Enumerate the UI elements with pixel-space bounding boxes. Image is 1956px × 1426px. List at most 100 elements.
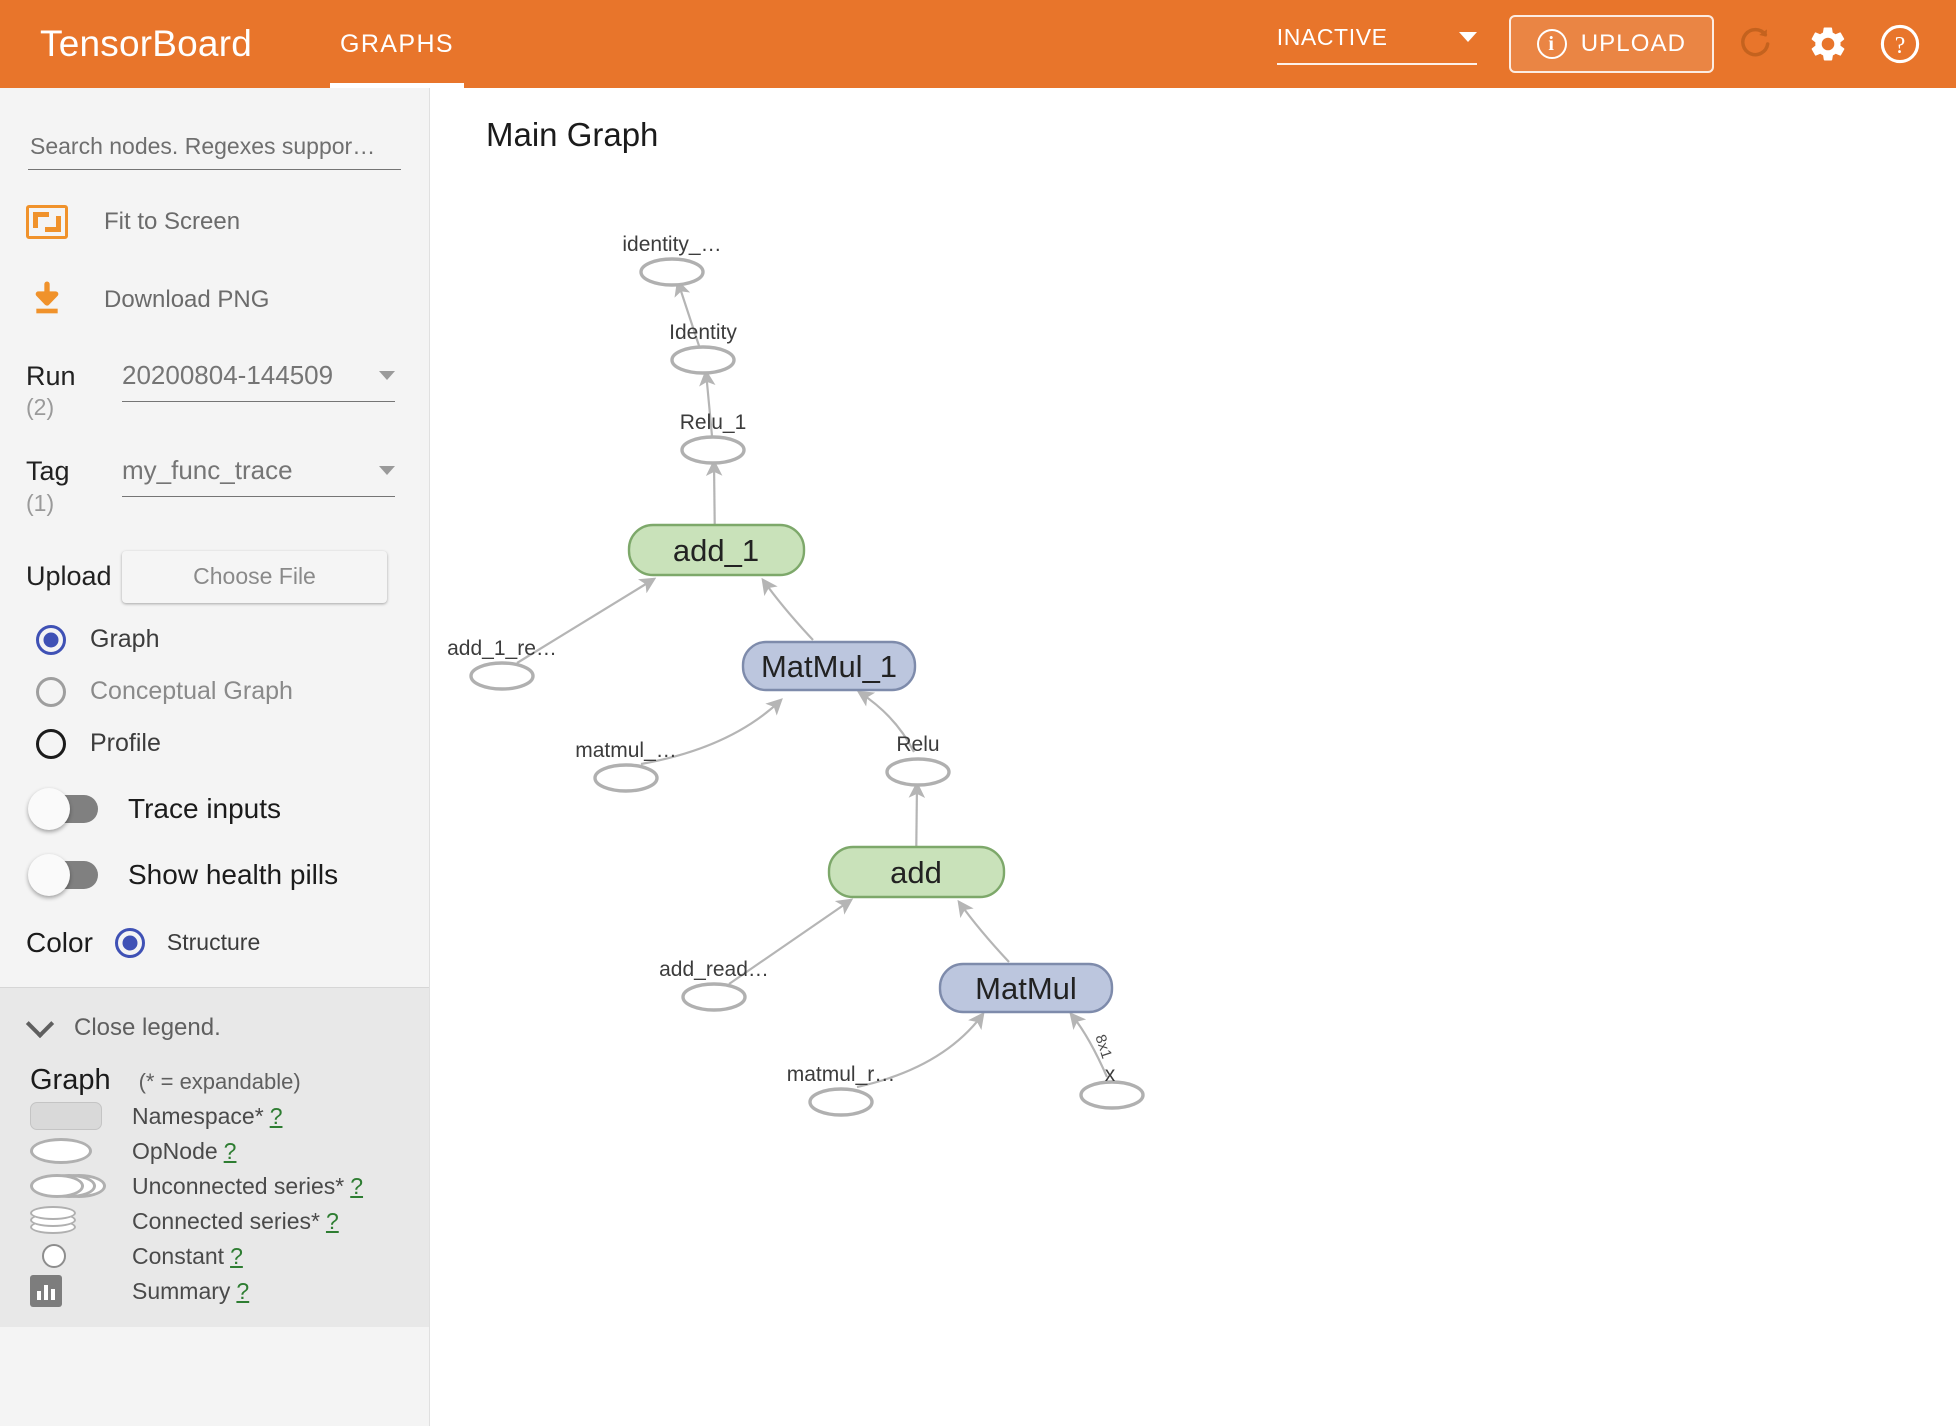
- legend-label-summary: Summary: [132, 1277, 231, 1304]
- search-input[interactable]: [28, 132, 401, 161]
- edge-label-x-to-matmul: 8x1: [1091, 1032, 1115, 1060]
- legend-item-opnode: OpNode?: [0, 1136, 429, 1167]
- legend-label-connected-series: Connected series*: [132, 1207, 320, 1234]
- help-link-summary[interactable]: ?: [236, 1277, 250, 1304]
- upload-button[interactable]: i UPLOAD: [1508, 15, 1714, 73]
- help-button[interactable]: ?: [1870, 14, 1930, 74]
- chevron-down-icon: [25, 1009, 55, 1038]
- tab-graphs[interactable]: GRAPHS: [330, 0, 464, 88]
- fit-to-screen-icon: [26, 205, 68, 239]
- node-label-identity-out: identity_…: [622, 233, 721, 256]
- chevron-down-icon: [379, 371, 395, 380]
- summary-swatch-icon: [30, 1275, 108, 1308]
- graph-title: Main Graph: [486, 116, 659, 153]
- reload-icon: [1741, 27, 1770, 57]
- radio-graph-indicator: [36, 624, 66, 655]
- node-matmul-read: [808, 1087, 874, 1117]
- help-link-constant[interactable]: ?: [230, 1242, 243, 1269]
- legend-item-namespace: Namespace*?: [0, 1101, 429, 1132]
- help-link-opnode[interactable]: ?: [223, 1137, 237, 1164]
- switch-knob: [28, 787, 70, 830]
- upload-row: Upload Choose File: [0, 550, 429, 603]
- node-label-add-1-read: add_1_re…: [447, 637, 557, 660]
- node-relu-1: [680, 435, 746, 465]
- search-field[interactable]: [28, 132, 401, 170]
- upload-button-label: UPLOAD: [1580, 30, 1686, 57]
- download-icon: [35, 281, 59, 314]
- trace-inputs-label: Trace inputs: [128, 792, 282, 824]
- tag-selector-row: Tag (1) my_func_trace: [0, 451, 429, 516]
- legend-item-summary: Summary?: [0, 1275, 429, 1308]
- choose-file-label: Choose File: [193, 563, 316, 590]
- radio-graph[interactable]: Graph: [0, 624, 429, 655]
- node-label-x: x: [1105, 1063, 1116, 1086]
- color-row: Color Structure: [0, 927, 429, 981]
- svg-text:?: ?: [1895, 33, 1906, 59]
- sidebar: Fit to Screen Download PNG Run (2) 20200…: [0, 88, 430, 1426]
- trace-inputs-switch[interactable]: [28, 787, 98, 830]
- download-png-label: Download PNG: [104, 286, 270, 313]
- graph-svg[interactable]: identity_… Identity Relu_1 add_1_re… mat…: [431, 88, 1956, 1426]
- radio-graph-label: Graph: [90, 625, 160, 654]
- graph-edges: [516, 279, 1109, 1089]
- constant-swatch-icon: [30, 1244, 108, 1269]
- graph-box-nodes[interactable]: add_1 MatMul_1 add MatMul: [627, 523, 1114, 1014]
- run-label: Run: [26, 361, 76, 391]
- radio-profile[interactable]: Profile: [0, 728, 429, 759]
- radio-conceptual-graph-indicator: [36, 676, 66, 707]
- radio-conceptual-graph[interactable]: Conceptual Graph: [0, 676, 429, 707]
- run-status-label: INACTIVE: [1276, 23, 1388, 50]
- tag-count: (1): [26, 489, 55, 516]
- show-health-pills-switch[interactable]: [28, 853, 98, 896]
- node-label-relu: Relu: [896, 733, 939, 756]
- settings-button[interactable]: [1798, 14, 1858, 74]
- edge-matmul-to-add: [957, 899, 1010, 963]
- tab-graphs-label: GRAPHS: [340, 29, 454, 58]
- legend-label-namespace: Namespace*: [132, 1102, 264, 1129]
- help-link-connected-series[interactable]: ?: [325, 1207, 339, 1234]
- legend-hint: (* = expandable): [138, 1068, 301, 1094]
- node-add-read: [681, 982, 747, 1012]
- edge-relu-to-matmul1: [856, 690, 915, 753]
- node-label-add: add: [890, 855, 942, 890]
- radio-profile-indicator: [36, 728, 66, 759]
- tag-dropdown[interactable]: my_func_trace: [122, 451, 395, 498]
- node-label-relu-1: Relu_1: [680, 411, 747, 434]
- show-health-pills-label: Show health pills: [128, 858, 339, 890]
- graph-op-nodes[interactable]: identity_… Identity Relu_1 add_1_re… mat…: [447, 233, 1145, 1117]
- toggle-show-health-pills[interactable]: Show health pills: [0, 853, 429, 896]
- toggle-trace-inputs[interactable]: Trace inputs: [0, 787, 429, 830]
- run-selector-row: Run (2) 20200804-144509: [0, 356, 429, 421]
- help-link-unconnected-series[interactable]: ?: [350, 1172, 364, 1199]
- choose-file-button[interactable]: Choose File: [122, 550, 387, 603]
- node-label-add-read: add_read…: [659, 958, 769, 981]
- node-label-matmul-read: matmul_r…: [787, 1063, 896, 1086]
- download-png-button[interactable]: Download PNG: [0, 274, 429, 326]
- legend-label-opnode: OpNode: [132, 1137, 218, 1164]
- edge-relu1-to-identity: [699, 369, 716, 437]
- graph-canvas[interactable]: Main Graph identity_… Ide: [431, 88, 1956, 1426]
- node-add-1: [627, 523, 806, 577]
- run-value: 20200804-144509: [122, 360, 334, 390]
- tab-active-underline: [330, 83, 464, 88]
- legend-title: Graph: [30, 1063, 111, 1096]
- radio-structure-label: Structure: [166, 929, 261, 956]
- edge-matmulread1-to-matmul1: [640, 698, 783, 766]
- run-status-dropdown[interactable]: INACTIVE: [1276, 23, 1477, 65]
- tag-label: Tag: [26, 456, 70, 487]
- reload-button[interactable]: [1726, 14, 1786, 74]
- edge-matmulread-to-matmul: [856, 1011, 985, 1089]
- radio-structure-indicator[interactable]: [114, 927, 145, 958]
- run-dropdown[interactable]: 20200804-144509: [122, 356, 395, 402]
- legend-item-constant: Constant?: [0, 1241, 429, 1272]
- legend-title-row: Graph (* = expandable): [0, 1042, 429, 1097]
- close-legend-button[interactable]: Close legend.: [0, 988, 429, 1042]
- node-identity: [670, 345, 736, 375]
- top-app-bar: TensorBoard GRAPHS INACTIVE i UPLOAD: [0, 0, 1956, 88]
- fit-to-screen-button[interactable]: Fit to Screen: [0, 196, 429, 248]
- legend-label-unconnected-series: Unconnected series*: [132, 1172, 345, 1199]
- help-link-namespace[interactable]: ?: [269, 1102, 283, 1129]
- node-label-identity: Identity: [669, 321, 737, 344]
- legend-item-unconnected-series: Unconnected series*?: [0, 1171, 429, 1202]
- opnode-swatch-icon: [30, 1138, 108, 1165]
